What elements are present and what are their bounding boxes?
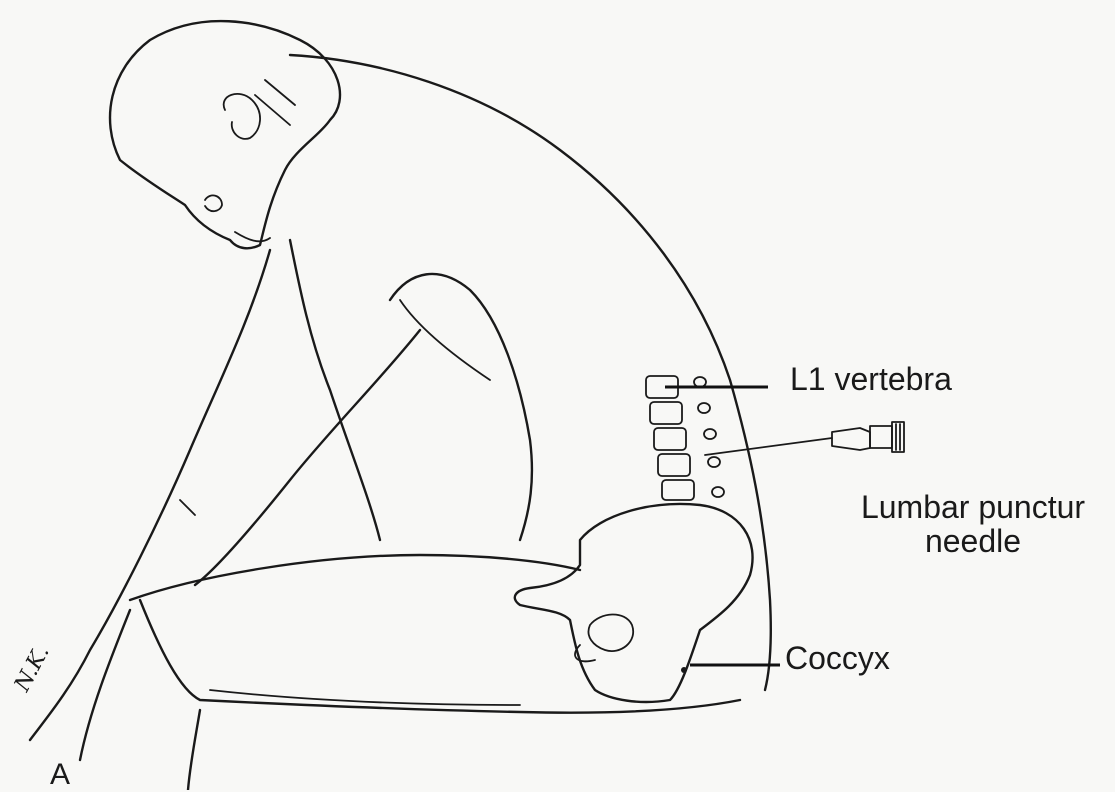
vertebra-l3 <box>654 428 686 450</box>
arm-inner <box>400 300 490 380</box>
needle-label-line2: needle <box>808 524 1115 558</box>
ear <box>224 94 260 139</box>
neck-line <box>255 80 295 125</box>
needle-label-line1: Lumbar punctur <box>808 490 1115 524</box>
spinous-process-4 <box>708 457 720 467</box>
spinous-process-2 <box>698 403 710 413</box>
chest-outline <box>290 240 380 540</box>
pelvis <box>515 504 753 702</box>
l1-vertebra-label: L1 vertebra <box>790 362 952 396</box>
spinous-process-5 <box>712 487 724 497</box>
lumbar-vertebrae <box>646 376 724 500</box>
obturator <box>588 614 633 651</box>
panel-letter: A <box>50 758 70 792</box>
coccyx-label: Coccyx <box>785 641 890 675</box>
spinous-process-3 <box>704 429 716 439</box>
lumbar-puncture-needle <box>705 422 904 455</box>
needle-label: Lumbar punctur needle <box>808 490 1115 558</box>
forearm-outer <box>30 250 270 740</box>
back-outline <box>290 55 771 690</box>
face-mouth <box>235 232 270 241</box>
thigh-top <box>130 555 580 600</box>
elbow-mark <box>180 500 195 515</box>
forearm-inner <box>195 330 420 585</box>
vertebra-l5 <box>662 480 694 500</box>
vertebra-l4 <box>658 454 690 476</box>
face-eye <box>205 195 222 211</box>
vertebra-l2 <box>650 402 682 424</box>
thigh-bottom <box>140 600 740 713</box>
coccyx-point <box>681 667 687 673</box>
